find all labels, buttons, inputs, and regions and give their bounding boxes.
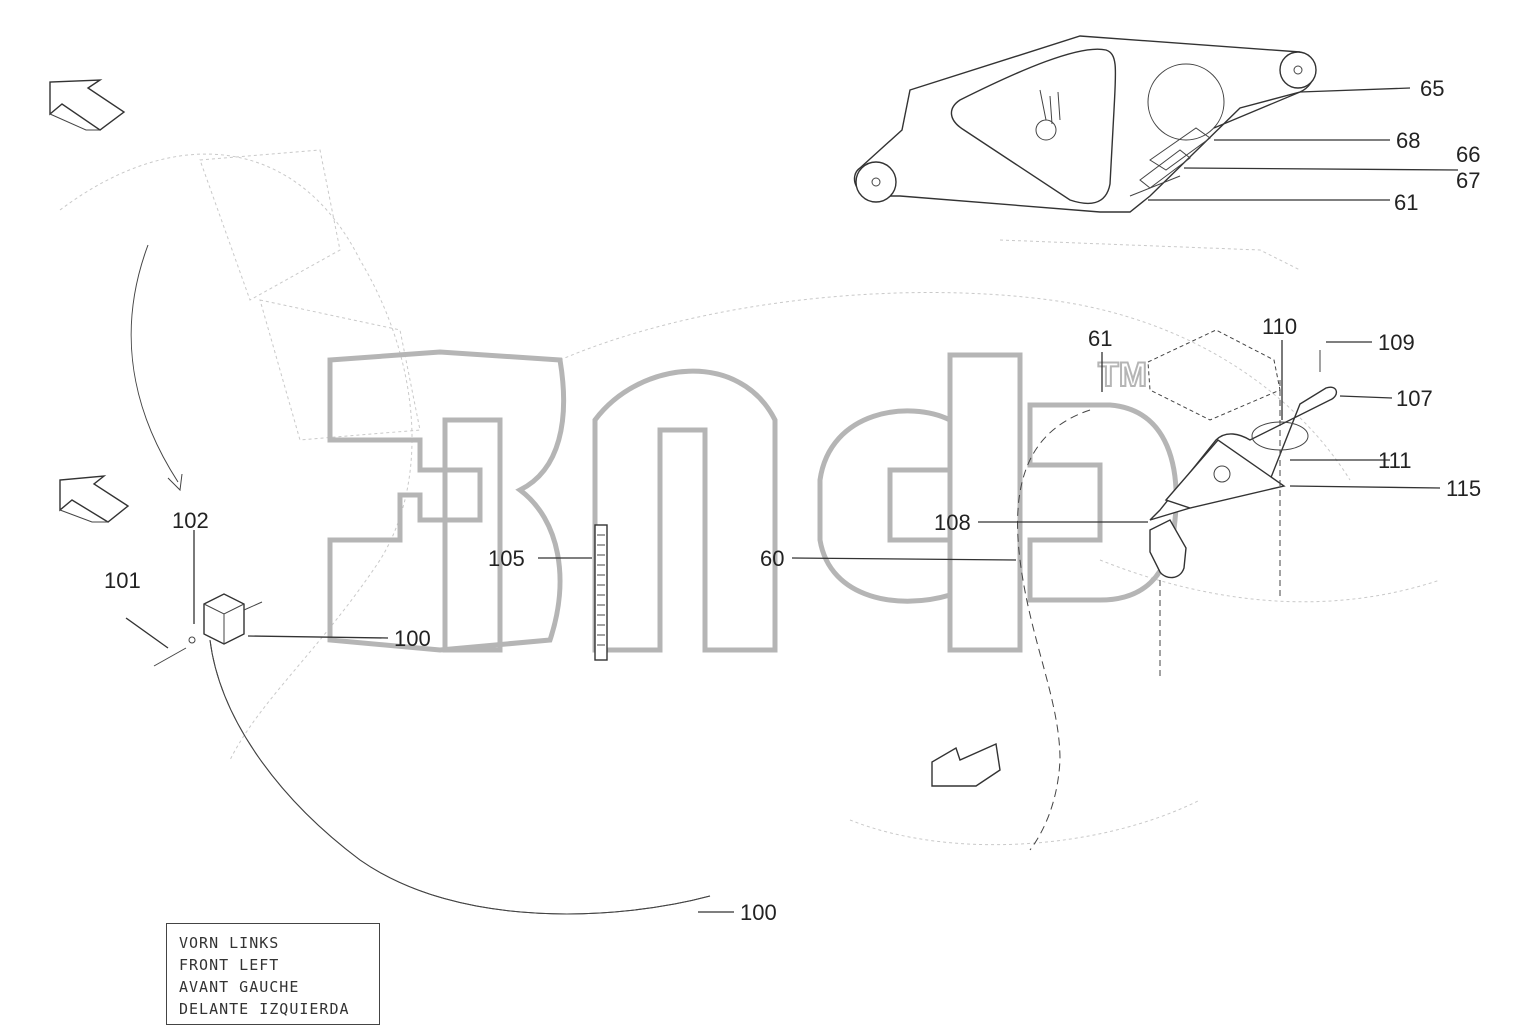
- callout-68: 68: [1396, 128, 1420, 153]
- callout-115: 115: [1446, 476, 1481, 501]
- orientation-legend: VORN LINKS FRONT LEFT AVANT GAUCHE DELAN…: [166, 923, 380, 1025]
- legend-line-english: FRONT LEFT: [179, 956, 280, 974]
- callout-101: 101: [104, 568, 141, 593]
- callout-66: 66: [1456, 142, 1480, 167]
- callout-labels: 65 68 66 67 61 61 110 109 107 111 115 10…: [104, 76, 1481, 925]
- callout-107: 107: [1396, 386, 1433, 411]
- callout-110: 110: [1262, 314, 1297, 339]
- callout-102: 102: [172, 508, 209, 533]
- curved-arrow-head: [167, 473, 183, 492]
- background-machine-sketch: [59, 149, 1441, 846]
- callout-65: 65: [1420, 76, 1444, 101]
- part-strip-105: [594, 524, 608, 661]
- callout-61-bracket: 61: [1088, 326, 1112, 351]
- sensor-assembly-left: [153, 593, 711, 915]
- plate-assembly-top: [853, 35, 1317, 213]
- callout-61-top: 61: [1394, 190, 1418, 215]
- callout-100-cable: 100: [740, 900, 777, 925]
- legend-line-french: AVANT GAUCHE: [179, 978, 300, 996]
- callout-100-sensor: 100: [394, 626, 431, 651]
- watermark-tm: TM: [1098, 356, 1147, 394]
- watermark-logo: TM: [327, 349, 1179, 653]
- callout-108: 108: [934, 510, 971, 535]
- direction-arrow-left: [59, 475, 130, 523]
- curved-arrow: [130, 244, 179, 483]
- legend-line-german: VORN LINKS: [179, 934, 280, 952]
- bracket-assembly-right: [1147, 329, 1337, 680]
- cable-dashed: [1017, 409, 1091, 851]
- callout-111: 111: [1378, 448, 1411, 473]
- callout-105: 105: [488, 546, 525, 571]
- callout-60: 60: [760, 546, 784, 571]
- direction-arrow-bottom-center: [931, 742, 1001, 787]
- legend-line-spanish: DELANTE IZQUIERDA: [179, 1000, 350, 1018]
- callout-109: 109: [1378, 330, 1415, 355]
- direction-arrow-top-left: [49, 79, 126, 131]
- leader-lines: [125, 87, 1459, 913]
- callout-67: 67: [1456, 168, 1480, 193]
